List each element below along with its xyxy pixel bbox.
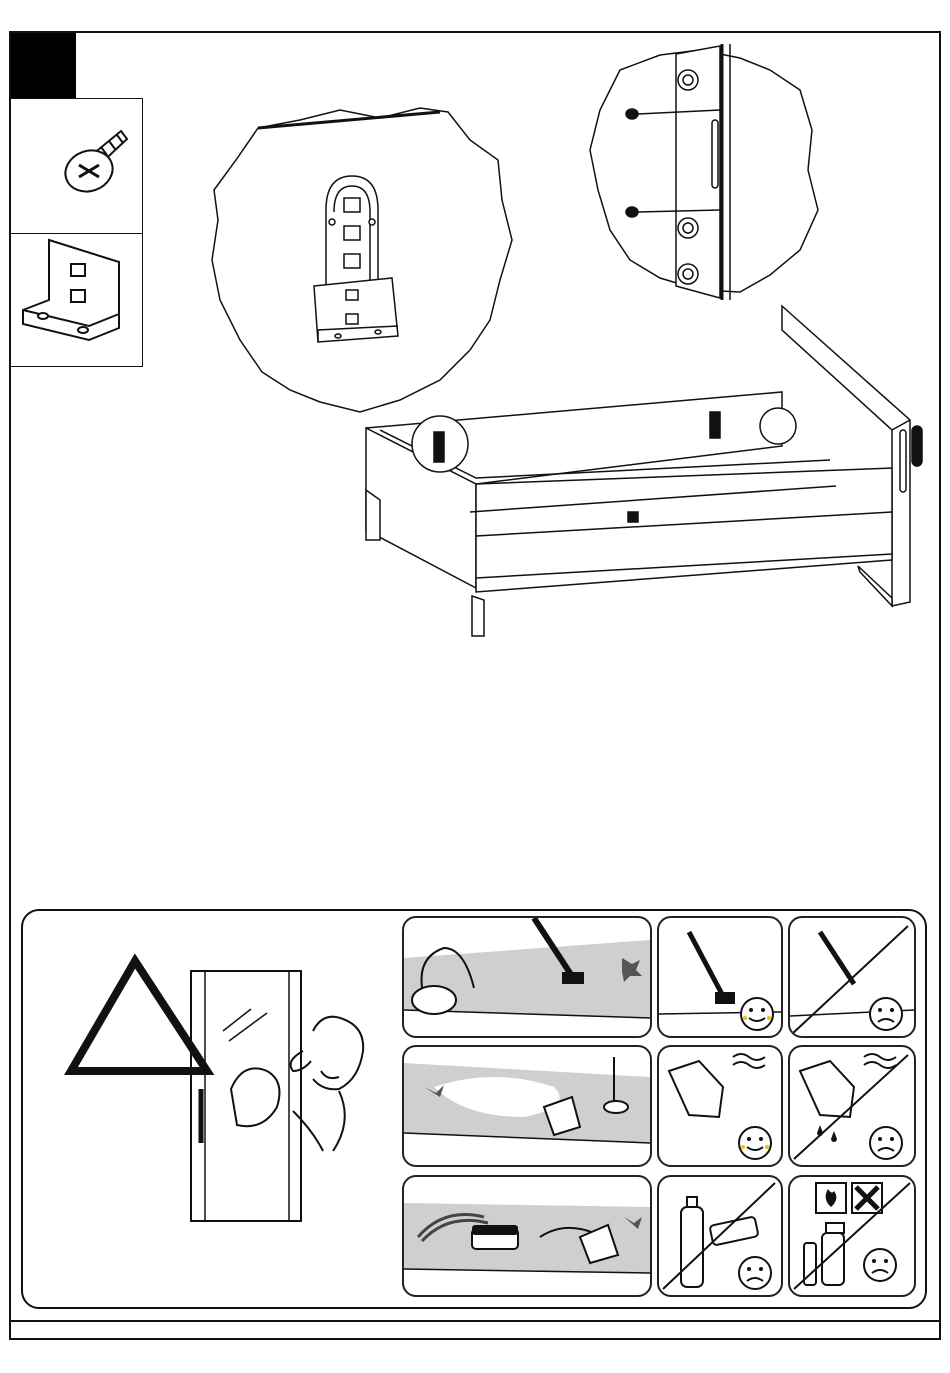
spill-wipe-icon — [404, 1047, 650, 1165]
footer-bar — [9, 1318, 941, 1340]
warning-scene — [23, 911, 403, 1303]
care-cell-sponge — [402, 1175, 652, 1297]
care-cell-spill — [402, 1045, 652, 1167]
chemical-spray-icon — [790, 1177, 914, 1295]
care-cell-hard-brush — [788, 916, 916, 1038]
care-cell-soft-brush — [657, 916, 783, 1038]
warning-triangle-icon — [71, 961, 207, 1071]
care-cell-vacuum — [402, 916, 652, 1038]
care-cell-chemical — [788, 1175, 916, 1297]
wet-cloth-icon — [790, 1047, 914, 1165]
damp-cloth-icon — [659, 1047, 781, 1165]
vacuum-brush-icon — [404, 918, 650, 1036]
care-panel — [21, 909, 927, 1309]
care-cell-abrasive — [657, 1175, 783, 1297]
care-cell-damp-cloth — [657, 1045, 783, 1167]
hard-brush-icon — [790, 918, 914, 1036]
assembly-illustration — [0, 0, 950, 660]
soft-brush-icon — [659, 918, 781, 1036]
abrasive-cleaner-icon — [659, 1177, 781, 1295]
care-cell-wet-cloth — [788, 1045, 916, 1167]
sponge-wipe-icon — [404, 1177, 650, 1295]
